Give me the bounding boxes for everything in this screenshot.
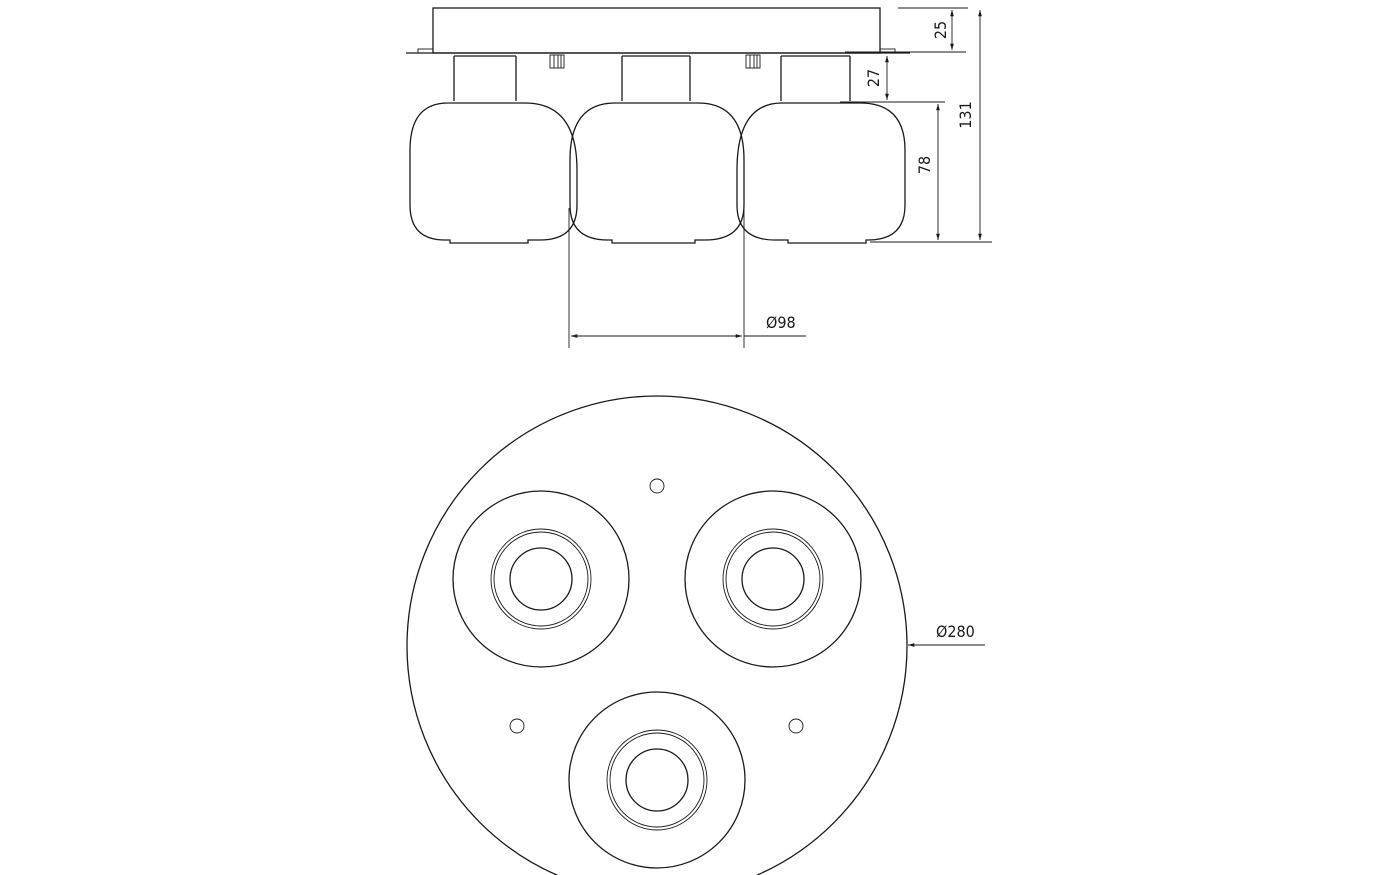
dim-base-height: 25 [931, 21, 950, 39]
connector-left [549, 54, 565, 69]
lamp-right [736, 55, 906, 244]
mount-hole-top [649, 478, 665, 494]
dim-globe-height: 78 [915, 156, 934, 174]
fixture-right [684, 490, 862, 668]
base-disc [406, 395, 908, 875]
dim-globe-diameter: Ø98 [766, 313, 796, 332]
plan-view: Ø280 [406, 395, 985, 875]
dim-stem-height: 27 [864, 69, 883, 87]
dim-base-diameter: Ø280 [936, 622, 975, 641]
ceiling-plate [432, 7, 881, 54]
dim-total-height: 131 [956, 101, 975, 128]
connector-right [745, 54, 761, 69]
lamp-left [409, 55, 578, 244]
fixture-bottom [568, 691, 746, 869]
mount-hole-right [788, 718, 804, 734]
side-view: 25 27 78 131 Ø98 [406, 7, 992, 348]
lamp-center [569, 55, 745, 244]
mount-hole-left [509, 718, 525, 734]
fixture-left [452, 490, 630, 668]
